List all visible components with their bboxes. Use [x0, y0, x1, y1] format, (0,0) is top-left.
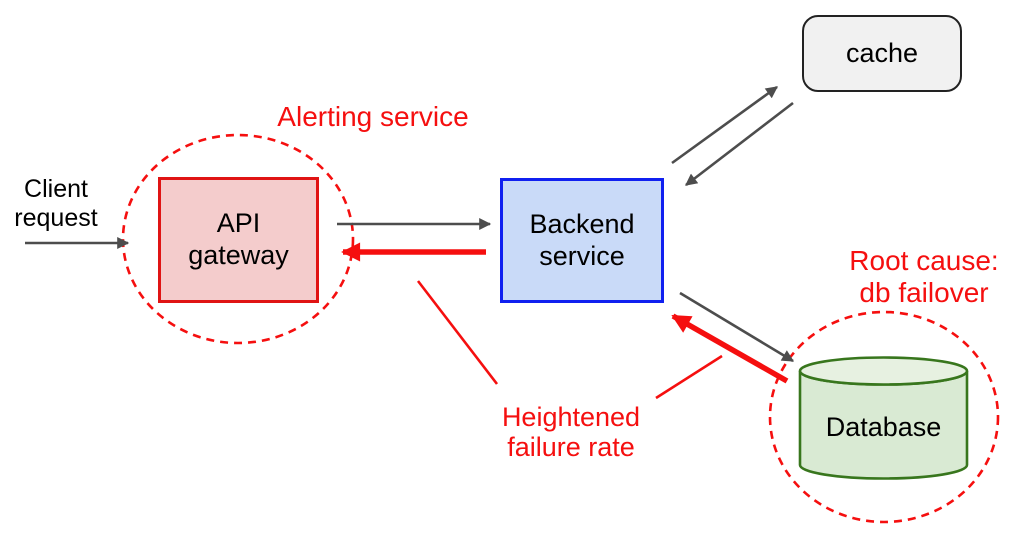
backend-to-database-arrow: [679, 291, 795, 363]
backend-service-label: Backend service: [529, 208, 635, 271]
database-to-backend-arrow: [671, 313, 789, 384]
api-gateway-node: API gateway: [158, 177, 319, 303]
api-gateway-label: API gateway: [188, 208, 289, 270]
database-label: Database: [825, 412, 942, 442]
client-request-label: Client request: [14, 175, 98, 232]
cache-to-backend-arrow: [685, 101, 794, 187]
failure-note-pointer-left-line: [416, 280, 499, 385]
alerting-service-annotation: Alerting service: [277, 101, 469, 132]
database-cylinder-top: [798, 356, 969, 386]
backend-to-cache-arrow: [671, 85, 778, 165]
cache-label: cache: [845, 37, 919, 68]
backend-service-node: Backend service: [500, 178, 664, 303]
root-cause-dashed-circle: [768, 310, 1000, 524]
cache-node: cache: [802, 15, 962, 92]
root-cause-annotation: Root cause: db failover: [849, 245, 999, 308]
failure-note-pointer-right-line: [655, 354, 723, 400]
failure-rate-annotation: Heightened failure rate: [501, 402, 641, 463]
